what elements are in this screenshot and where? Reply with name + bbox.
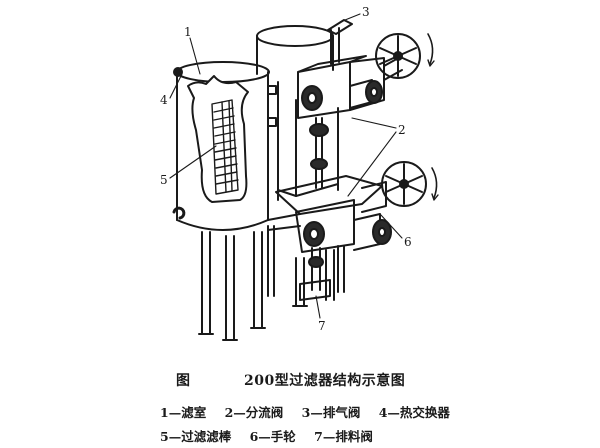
caption-label: 图 [176, 373, 190, 389]
heat-exchanger [256, 25, 339, 201]
legend-row-1: 1—滤室 2—分流阀 3—排气阀 4—热交换器 [160, 402, 464, 421]
valve-stem [309, 117, 329, 189]
lower-hand-wheel [381, 161, 439, 207]
vent-valve [327, 19, 353, 65]
legend-item: 3—排气阀 [301, 405, 361, 420]
callout-5: 5 [160, 173, 168, 187]
caption-title-row: 图 200型过滤器结构示意图 [0, 368, 600, 390]
filter-diagram: 1 2 3 4 5 6 7 [160, 5, 439, 341]
figure-caption: 图 200型过滤器结构示意图 1—滤室 2—分流阀 3—排气阀 4—热交换器 5… [0, 368, 600, 448]
legend-item: 6—手轮 [249, 429, 296, 444]
legend-item: 7—排料阀 [314, 429, 373, 444]
support-legs [198, 225, 345, 341]
caption-title: 200型过滤器结构示意图 [244, 373, 406, 389]
callout-1: 1 [184, 25, 192, 39]
filter-chamber [176, 61, 270, 231]
legend-item: 4—热交换器 [378, 405, 450, 420]
filter-rods [211, 99, 239, 195]
callout-6: 6 [404, 235, 412, 249]
callout-2: 2 [398, 123, 406, 137]
callout-7: 7 [318, 319, 326, 333]
upper-diversion-valve [297, 55, 403, 119]
legend-item: 2—分流阀 [224, 405, 284, 420]
callout-4: 4 [160, 93, 168, 107]
callout-3: 3 [362, 5, 370, 19]
discharge-valve [299, 247, 331, 301]
legend-row-2: 5—过滤滤棒 6—手轮 7—排料阀 [160, 426, 387, 445]
legend-item: 1—滤室 [160, 405, 207, 420]
chamber-fittings [172, 67, 277, 220]
upper-hand-wheel [375, 33, 435, 79]
lower-diversion-valve [267, 175, 392, 253]
leader-lines [169, 13, 403, 319]
legend-item: 5—过滤滤棒 [160, 429, 232, 444]
